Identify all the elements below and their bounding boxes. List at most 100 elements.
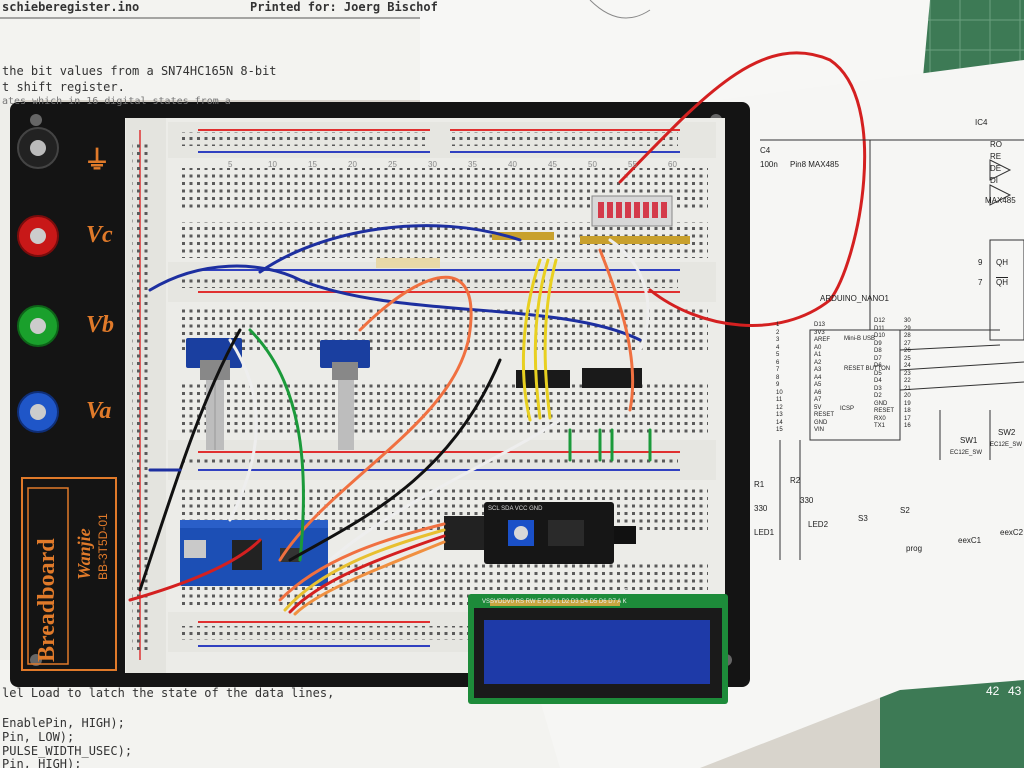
jumper-wires [128, 51, 867, 616]
arduino-pin-number: 17 [904, 415, 911, 422]
schematic-ic-pin: DI [990, 176, 998, 185]
arduino-pin-number: 10 [776, 389, 783, 396]
lcd-pin-labels: VSSVDDV0 RS RW E D0 D1 D2 D3 D4 D5 D6 D7… [482, 599, 627, 605]
code-line: lel Load to latch the state of the data … [2, 686, 335, 700]
column-number: 5 [228, 160, 233, 169]
screw-icon [30, 654, 42, 666]
schematic-arduino-title: ARDUINO_NANO1 [820, 294, 889, 303]
arduino-pin-number: 6 [776, 359, 780, 366]
column-number: 25 [388, 160, 397, 169]
arduino-pin-label: A2 [814, 359, 822, 366]
arduino-pin-label: D4 [874, 378, 882, 384]
i2c-pin-labels: SCL SDA VCC GND [488, 506, 543, 512]
schematic-reset: RESET BUTTON [844, 366, 891, 372]
schematic-cap-value: 100n [760, 160, 778, 169]
binding-posts [17, 127, 59, 433]
sketch-sheet [420, 0, 930, 110]
column-number: 15 [308, 160, 317, 169]
schematic-r1: R1 [754, 480, 765, 489]
arduino-pin-label: 5V [814, 404, 822, 411]
code-line: the bit values from a SN74HC165N 8-bit [2, 64, 277, 78]
model-number: BB-3T5D-01 [96, 513, 110, 580]
schematic-icsp: ICSP [840, 406, 855, 412]
lcd-1602-module [468, 594, 728, 704]
mat-number: 42 [986, 684, 1000, 698]
arduino-pin-number: 9 [776, 382, 780, 388]
column-number: 60 [668, 160, 677, 169]
arduino-pin-label: TX1 [874, 423, 886, 429]
schematic-ic-pin: RO [990, 140, 1002, 149]
arduino-pin-number: 23 [904, 370, 911, 377]
schematic-ic-pin: RE [990, 152, 1002, 161]
arduino-pin-label: D13 [814, 322, 826, 328]
schematic-qh: QH [996, 258, 1008, 267]
arduino-symbol [809, 329, 901, 441]
arduino-pin-label: VIN [814, 427, 825, 433]
arduino-pin-number: 4 [776, 344, 780, 351]
terminal-strip-holes [178, 308, 708, 352]
arduino-pin-number: 27 [904, 340, 911, 347]
orange-wire [278, 275, 473, 562]
schematic-r2: R2 [790, 476, 801, 485]
post-label-vb: Vb [86, 312, 115, 338]
schematic-sw2-part: EC12E_SW [990, 442, 1023, 448]
schematic-r1-value: 330 [754, 504, 768, 513]
arduino-pin-label: A0 [814, 344, 822, 351]
brand-panel [21, 477, 117, 671]
column-number: 40 [508, 160, 517, 169]
schematic-sw1: SW1 [960, 436, 978, 445]
arduino-pin-number: 21 [904, 385, 911, 392]
schematic-ic-pin: DE [990, 164, 1002, 173]
code-line: PULSE_WIDTH_USEC); [2, 744, 133, 758]
sketch-line [589, 0, 651, 19]
blue-wire [258, 224, 522, 274]
schematic-lines [760, 139, 1024, 560]
black-wire [138, 328, 242, 592]
red-wire [618, 51, 867, 327]
arduino-pin-number: 14 [776, 419, 783, 426]
arduino-pin-number: 12 [776, 404, 783, 411]
rotary-encoder-1 [186, 338, 242, 450]
arduino-pin-number: 25 [904, 355, 911, 362]
arduino-pin-label: D7 [874, 355, 882, 362]
schematic-cap-note: Pin8 MAX485 [790, 160, 839, 169]
arduino-pin-label: AREF [814, 337, 831, 343]
schematic-sw2: SW2 [998, 428, 1016, 437]
arduino-pin-number: 30 [904, 318, 911, 324]
screw-icon [30, 114, 42, 126]
arduino-pin-label: D8 [874, 348, 882, 354]
schematic-ic-name: MAX485 [985, 196, 1016, 205]
column-number: 20 [348, 160, 357, 169]
arduino-pin-label: RESET [874, 408, 895, 414]
schematic-r2-value: 330 [800, 496, 814, 505]
code-line: ates which in 16 digital states from a [2, 96, 231, 107]
mat-number: 43 [1008, 684, 1022, 698]
arduino-pin-label: A5 [814, 382, 822, 388]
schematic-s3: S3 [858, 514, 868, 523]
yellow-wire [521, 258, 542, 422]
schematic-pin9: 9 [978, 258, 983, 267]
arduino-pin-number: 1 [776, 322, 780, 328]
arduino-pin-label: A4 [814, 374, 822, 381]
shift-register-ic [582, 368, 642, 388]
arduino-pin-number: 15 [776, 427, 783, 433]
arduino-pin-number: 28 [904, 333, 911, 339]
schematic-cap-label: C4 [760, 146, 771, 155]
arduino-pin-label: 3V3 [814, 329, 825, 336]
arduino-pin-number: 8 [776, 374, 780, 381]
arduino-pin-label: D5 [874, 370, 882, 377]
i2c-backpack [444, 502, 636, 564]
column-number: 55 [628, 160, 637, 169]
code-line: EnablePin, HIGH); [2, 716, 125, 730]
arduino-pin-number: 24 [904, 363, 911, 369]
arduino-pin-number: 2 [776, 329, 780, 336]
schematic-sw1-part: EC12E_SW [950, 450, 983, 456]
schematic-led2: LED2 [808, 520, 829, 529]
green-wire [248, 328, 305, 562]
shift-register-ic [516, 370, 570, 388]
arduino-pin-number: 29 [904, 325, 911, 332]
pin-header [376, 258, 440, 268]
schematic-sheet [540, 60, 1024, 768]
brand-name: Breadboard [34, 538, 60, 662]
